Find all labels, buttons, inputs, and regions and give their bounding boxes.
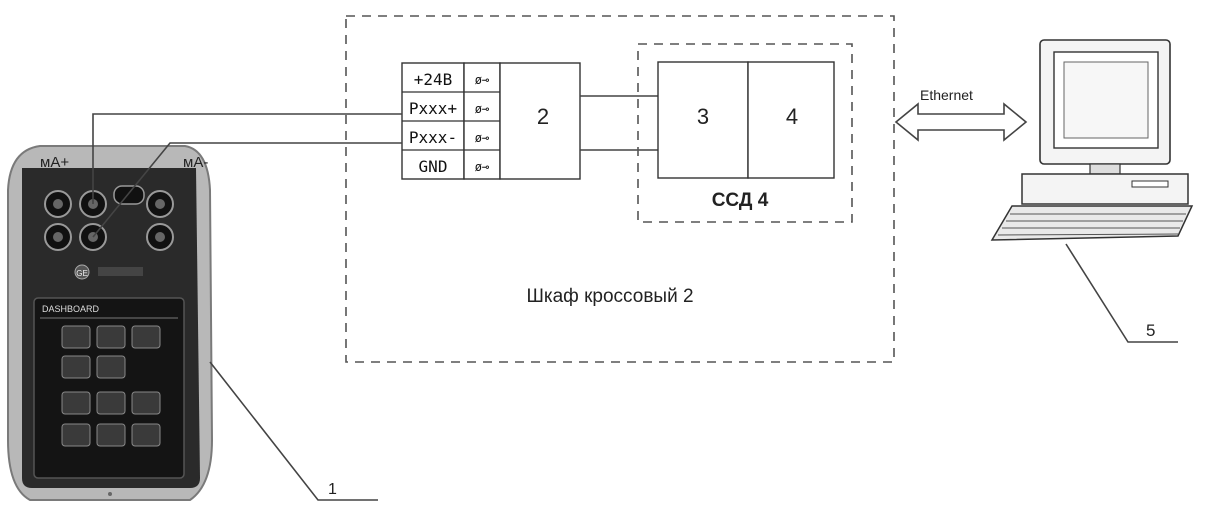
ssd-module-4-number: 4 (786, 104, 798, 129)
terminal-row-label: Pxxx+ (409, 99, 457, 118)
ethernet-double-arrow-icon (894, 102, 1028, 142)
terminal-block: +24В Pxxx+ Pxxx- GND ø⊸ ø⊸ ø⊸ ø⊸ (401, 62, 501, 180)
module-2-box (499, 62, 581, 180)
input-jacks (44, 185, 174, 251)
computer-icon (990, 39, 1194, 241)
label-ma-plus: мА+ (40, 154, 69, 171)
callout-5: 5 (1065, 243, 1178, 343)
callout-number-1: 1 (328, 481, 337, 498)
ethernet-label: Ethernet (920, 87, 973, 103)
screen-title: DASHBOARD (42, 304, 100, 314)
terminal-row-label: +24В (414, 70, 453, 89)
terminal-screw-icon: ø⊸ (475, 73, 489, 87)
cabinet-label: Шкаф кроссовый 2 (526, 286, 693, 307)
calibrator-device: GE DASHBOARD (7, 145, 214, 501)
callout-1: 1 (209, 361, 378, 501)
wire-ma-minus (92, 142, 402, 238)
label-ma-minus: мА- (183, 154, 208, 171)
terminal-screw-icon: ø⊸ (475, 102, 489, 116)
ge-logo-icon (74, 264, 90, 280)
terminal-screw-icon: ø⊸ (475, 160, 489, 174)
brand-text: GE (76, 269, 88, 278)
ssd-module-3-number: 3 (697, 104, 709, 129)
wire-ma-plus (92, 113, 402, 204)
cabinet-boundary (345, 15, 895, 363)
callout-number-5: 5 (1146, 321, 1155, 340)
terminal-row-label: GND (419, 157, 448, 176)
ssd-module-3 (657, 61, 749, 179)
calibrator-screen (33, 297, 185, 479)
ssd-module-4 (747, 61, 835, 179)
terminal-row-label: Pxxx- (409, 128, 457, 147)
ssd-boundary (637, 43, 853, 223)
ssd-label: ССД 4 (712, 190, 769, 211)
screen-app-icons (61, 325, 161, 447)
module-2-number: 2 (537, 104, 549, 129)
terminal-screw-icon: ø⊸ (475, 131, 489, 145)
